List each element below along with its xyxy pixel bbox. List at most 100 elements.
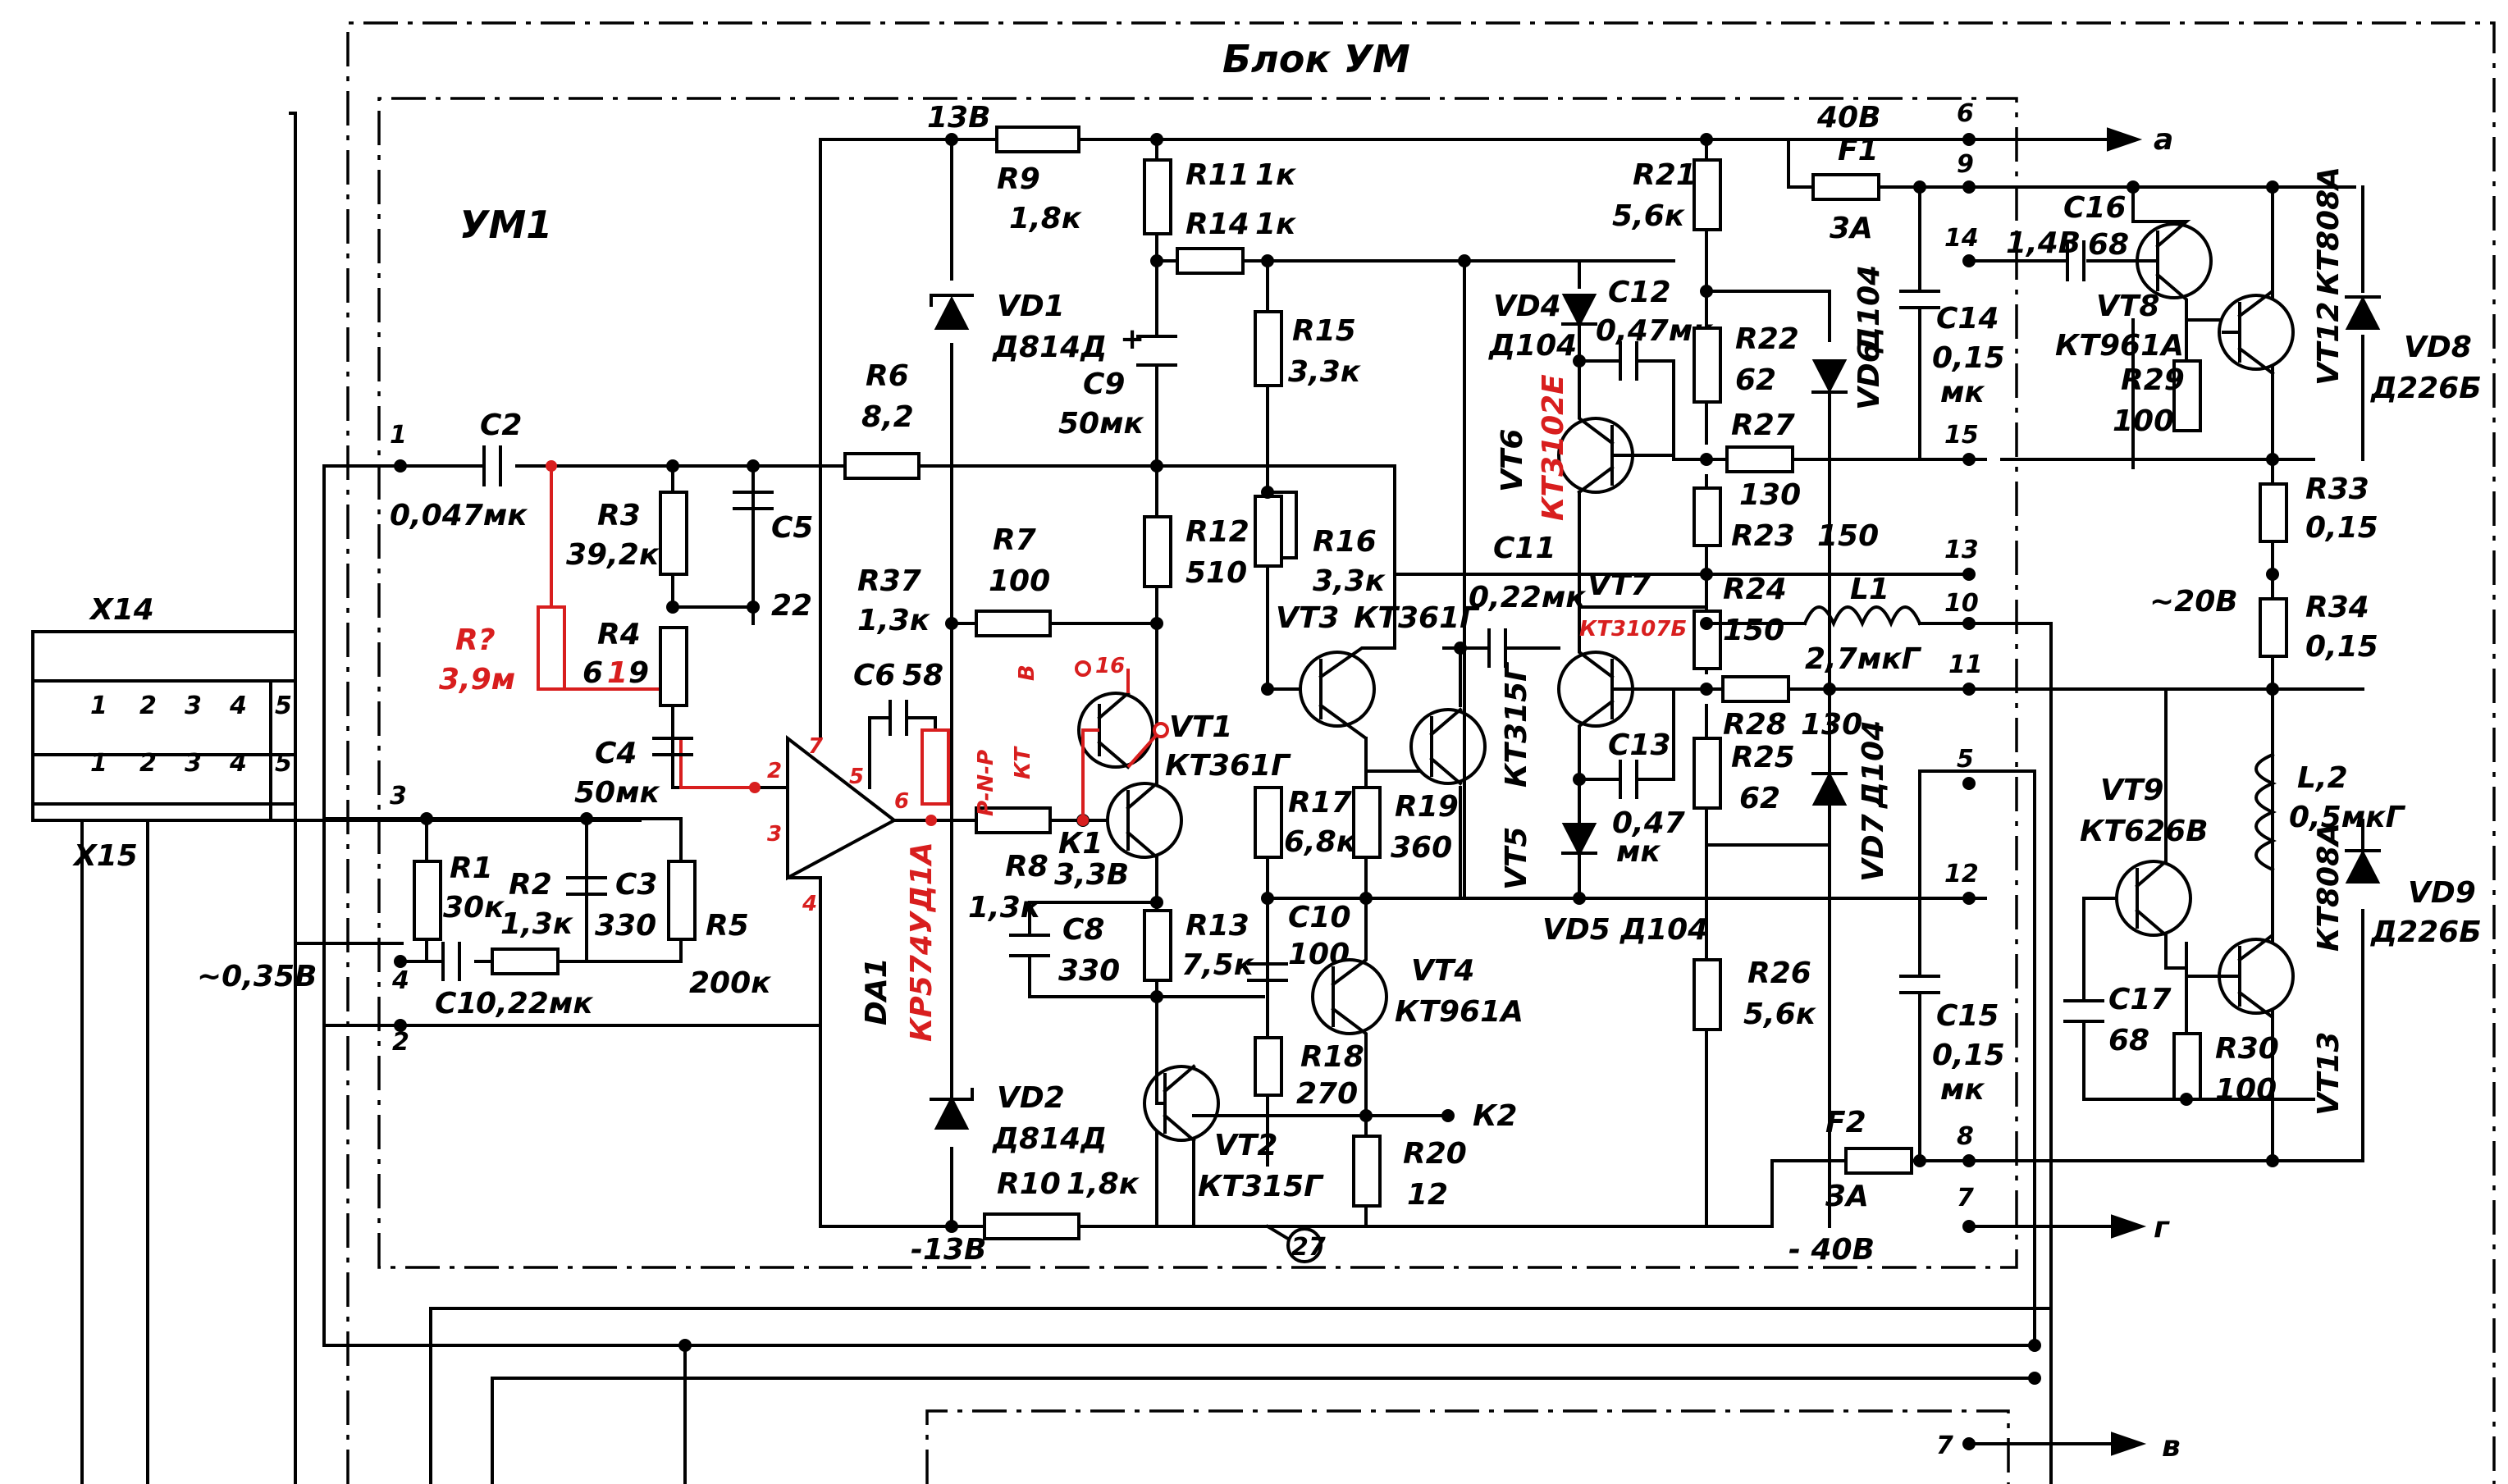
- r16-value: 3,3к: [1313, 564, 1386, 598]
- opamp-pin-5: 5: [849, 765, 864, 789]
- r13-value: 7,5к: [1181, 948, 1255, 982]
- r6-body: [843, 452, 921, 480]
- vt4-name: VT4: [1411, 954, 1474, 988]
- pin-11: 11: [1948, 651, 1983, 679]
- r5-body: [667, 860, 697, 941]
- c12-name: C12: [1608, 276, 1671, 309]
- node-dot: [1261, 254, 1274, 267]
- node-dot: [1700, 285, 1713, 298]
- r3-value: 39,2к: [566, 538, 660, 572]
- vd7: [1705, 687, 1848, 847]
- added-resistor-value: 3,9м: [439, 663, 515, 696]
- c9-value: 50мк: [1058, 407, 1145, 441]
- r21-value: 5,6к: [1612, 199, 1686, 233]
- r26-value: 5,6к: [1743, 998, 1817, 1031]
- r23-value: 150: [1817, 519, 1879, 553]
- node-dot: [2266, 453, 2279, 466]
- l1-value: 2,7мкГ: [1805, 642, 1922, 676]
- node-dot: [2266, 683, 2279, 696]
- r2-value: 1,3к: [500, 907, 574, 941]
- vd6: [1811, 359, 1848, 394]
- terminal-27-lead: [1265, 1224, 1291, 1241]
- pin-12: 12: [1944, 860, 1979, 888]
- pin-4: 4: [229, 692, 247, 720]
- r3-body: [659, 491, 688, 576]
- node-3: 3: [390, 782, 407, 810]
- pnp-label: P-N-P: [974, 750, 998, 816]
- r14-body: [1176, 247, 1245, 275]
- mod-dot-1: [546, 460, 557, 472]
- terminal-27: [1286, 1227, 1323, 1263]
- output-v: в: [2162, 1430, 2181, 1463]
- c17-value: 68: [2108, 1024, 2149, 1057]
- node-dot: [1573, 892, 1586, 905]
- added-resistor-name: R?: [455, 623, 496, 657]
- r21-body: [1693, 158, 1722, 231]
- r33-body: [2259, 482, 2288, 543]
- opamp-pin-7: 7: [808, 734, 824, 759]
- r17-name: R17: [1288, 786, 1352, 820]
- r30-body: [2172, 1032, 2202, 1101]
- c17-name: C17: [2108, 983, 2172, 1016]
- red-terminal-16: [1075, 660, 1091, 677]
- mod-wire-c4: [679, 738, 755, 789]
- external-wiring: [31, 112, 642, 1484]
- output-arrows: [1962, 127, 2147, 1456]
- node-dot: [747, 600, 760, 614]
- added-resistor-body: [537, 605, 566, 691]
- c5-value: 22: [771, 589, 812, 623]
- terminal-27-label: 27: [1291, 1233, 1326, 1262]
- vt5-type: КТ315Г: [1500, 661, 1533, 788]
- f2-name: F2: [1825, 1106, 1866, 1139]
- vt6-area: [1463, 259, 1733, 900]
- r33-name: R33: [2305, 473, 2369, 506]
- vd5-value: Д104: [1619, 913, 1708, 947]
- vd4-name: VD4: [1493, 290, 1561, 323]
- r11-name: R11: [1185, 158, 1249, 192]
- opamp-type: КР574УД1А: [905, 842, 939, 1042]
- pin-2: 2: [139, 692, 157, 720]
- r30-value: 100: [2215, 1073, 2277, 1107]
- r8-body: [975, 806, 1052, 834]
- c10-name: C10: [1288, 901, 1351, 934]
- r34-name: R34: [2305, 591, 2369, 624]
- node-dot: [2266, 568, 2279, 581]
- r6-value: 8,2: [861, 400, 914, 434]
- c14-unit: мк: [1940, 376, 1985, 409]
- added-pnp: [1077, 669, 1163, 820]
- node-dot: [747, 459, 760, 473]
- c15-value: 0,15: [1932, 1039, 2005, 1072]
- r29-body: [2172, 359, 2202, 432]
- r6-name: R6: [866, 359, 909, 393]
- node-dot: [1359, 1109, 1373, 1122]
- r14-value: 1к: [1255, 208, 1297, 241]
- pin-9: 9: [1957, 150, 1974, 179]
- node-2-dot: [394, 1019, 407, 1032]
- x14-label: X14: [89, 593, 154, 627]
- node-dot: [1573, 354, 1586, 368]
- r10-name: R10: [997, 1167, 1061, 1201]
- vt2: [1143, 995, 1220, 1143]
- node-dot: [2127, 180, 2140, 194]
- pin-6: 6: [1957, 99, 1974, 128]
- c11-value: 0,22мк: [1469, 581, 1587, 614]
- r13-name: R13: [1185, 909, 1249, 943]
- pin-15: 15: [1944, 421, 1979, 450]
- x15-label: X15: [72, 839, 138, 873]
- r7-name: R7: [993, 523, 1036, 557]
- node-dot: [2266, 180, 2279, 194]
- vd9: [2345, 849, 2381, 884]
- rail-13v: 13В: [927, 101, 991, 135]
- pin-7-bottom: 7: [1936, 1431, 1953, 1460]
- r5-value: 200к: [689, 966, 772, 1000]
- c8: [1009, 901, 1265, 998]
- r25-value: 62: [1739, 782, 1780, 815]
- r4-name: R4: [597, 618, 641, 651]
- r29-value: 100: [2113, 404, 2174, 438]
- vd7-name: VD7: [1857, 814, 1890, 882]
- node-dot: [1150, 459, 1163, 473]
- pin-13: 13: [1944, 536, 1979, 564]
- c3: [566, 817, 607, 963]
- vd1-name: VD1: [997, 290, 1065, 323]
